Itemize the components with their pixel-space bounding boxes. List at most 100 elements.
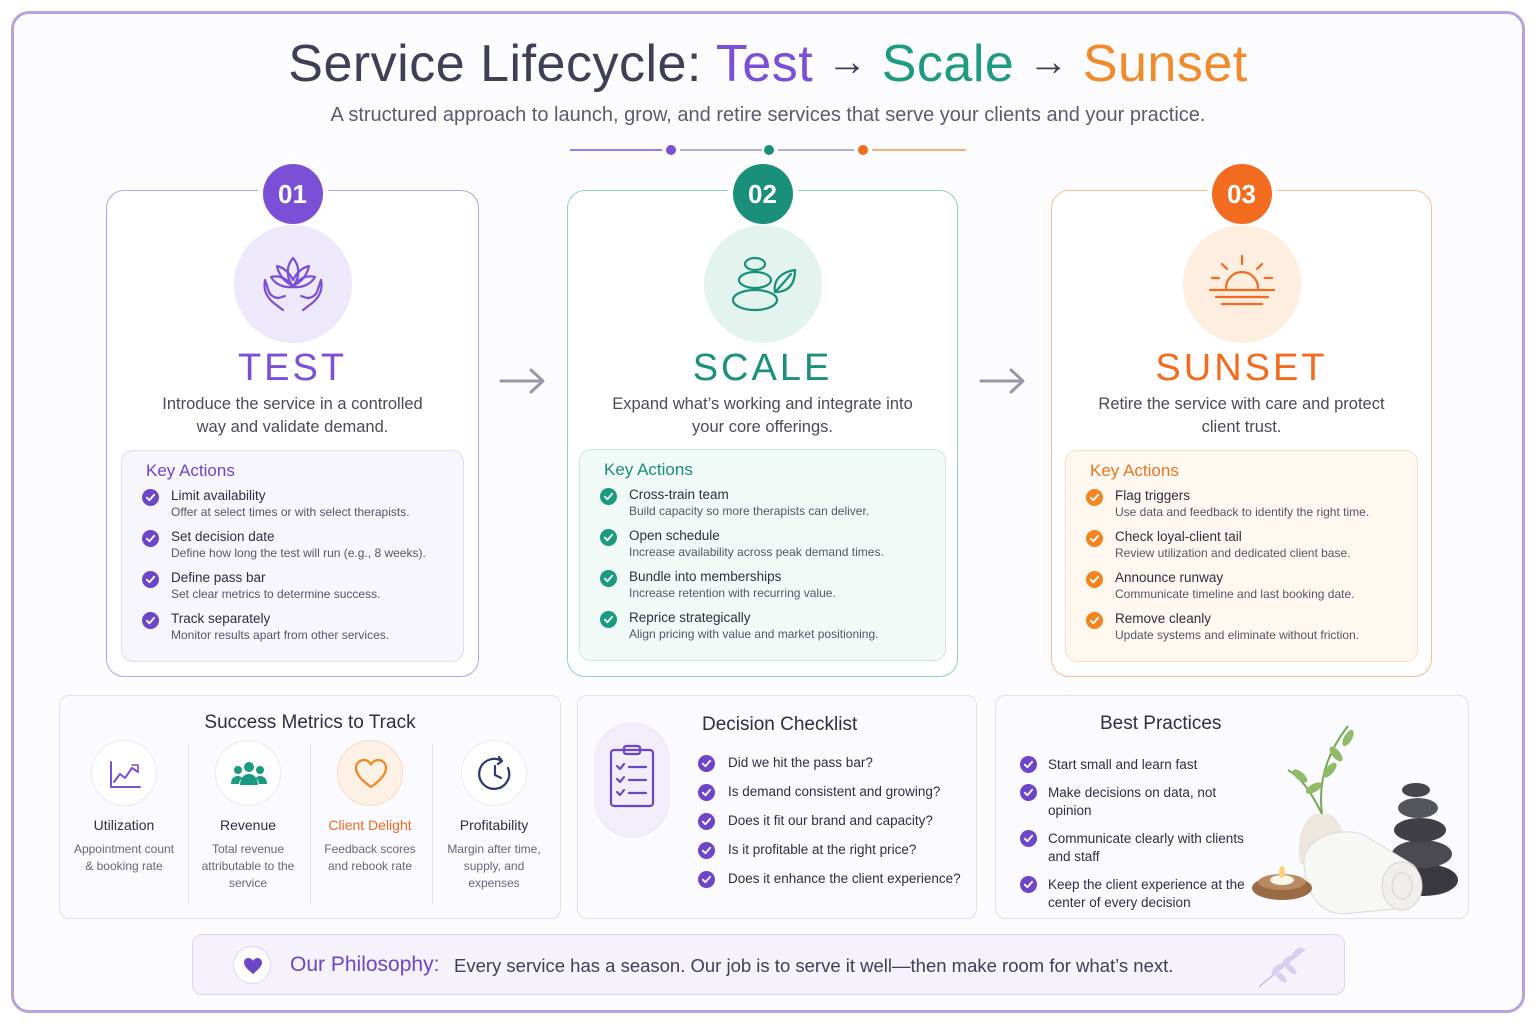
check-icon	[1020, 756, 1037, 773]
lotus-hands-icon	[233, 225, 352, 343]
metric-divider	[432, 744, 433, 904]
checklist-item-text: Is it profitable at the right price?	[728, 842, 917, 857]
metric-client-delight: Client Delight Feedback scores and reboo…	[310, 738, 430, 908]
action-title: Announce runway	[1115, 570, 1224, 585]
leaf-sprig-icon	[1258, 947, 1306, 988]
stage-description: Retire the service with care and protect…	[1098, 395, 1385, 436]
clock-refresh-icon	[461, 740, 527, 806]
check-icon	[142, 612, 159, 629]
check-icon	[1086, 571, 1103, 588]
philosophy-label: Our Philosophy:	[290, 953, 440, 976]
key-actions-title: Key Actions	[1090, 461, 1179, 480]
stage-number-badge: 01	[262, 164, 323, 224]
check-icon	[142, 530, 159, 547]
stacked-stones-leaf-icon	[703, 225, 822, 343]
key-actions-title: Key Actions	[146, 461, 235, 480]
metrics-title: Success Metrics to Track	[204, 712, 416, 733]
key-actions-box: Key Actions Cross-train team Build capac…	[579, 449, 946, 661]
title-arrow-2: →	[1028, 40, 1069, 84]
action-item: Check loyal-client tail Review utilizati…	[1086, 528, 1397, 569]
check-icon	[1086, 530, 1103, 547]
title-test: Test	[715, 35, 814, 93]
action-title: Open schedule	[629, 528, 720, 543]
action-item: Bundle into memberships Increase retenti…	[600, 568, 925, 609]
check-icon	[600, 488, 617, 505]
check-icon	[1086, 612, 1103, 629]
metric-title: Utilization	[93, 817, 155, 833]
action-title: Remove cleanly	[1115, 611, 1212, 626]
metric-description: Margin after time, supply, and expenses	[447, 842, 541, 890]
metric-divider	[310, 744, 311, 904]
philosophy-banner: Our Philosophy: Every service has a seas…	[192, 934, 1345, 995]
best-practices-panel: Best Practices Start small and learn fas…	[995, 695, 1469, 919]
title-scale: Scale	[881, 35, 1015, 93]
practices-list: Start small and learn fast Make decision…	[1020, 756, 1260, 922]
check-icon	[1020, 830, 1037, 847]
action-detail: Offer at select times or with select the…	[171, 505, 410, 519]
header-divider	[570, 141, 966, 159]
checklist-items: Did we hit the pass bar? Is demand consi…	[696, 754, 961, 899]
trend-chart-icon	[91, 740, 157, 806]
check-icon	[1086, 489, 1103, 506]
check-icon	[142, 489, 159, 506]
action-item: Cross-train team Build capacity so more …	[600, 486, 925, 527]
spa-stones-towel-illustration	[1252, 725, 1458, 915]
check-icon	[1020, 784, 1037, 801]
check-icon	[142, 571, 159, 588]
metric-utilization: Utilization Appointment count & booking …	[64, 738, 184, 908]
action-title: Cross-train team	[629, 487, 729, 502]
check-icon	[698, 784, 715, 801]
stage-number-badge: 03	[1211, 164, 1272, 224]
action-detail: Update systems and eliminate without fri…	[1115, 628, 1360, 642]
stage-name: SCALE	[692, 347, 833, 389]
practice-item-text: Make decisions on data, not opinion	[1048, 785, 1217, 818]
page-subtitle: A structured approach to launch, grow, a…	[330, 104, 1206, 126]
title-sunset: Sunset	[1082, 35, 1248, 93]
check-icon	[698, 842, 715, 859]
metric-profitability: Profitability Margin after time, supply,…	[434, 738, 554, 908]
metric-description: Feedback scores and rebook rate	[324, 842, 416, 873]
action-item: Open schedule Increase availability acro…	[600, 527, 925, 568]
heart-hand-icon	[233, 946, 271, 984]
action-title: Define pass bar	[171, 570, 266, 585]
check-icon	[698, 813, 715, 830]
stage-description: Introduce the service in a controlled wa…	[162, 395, 423, 436]
clipboard-checklist-icon	[594, 722, 670, 838]
action-detail: Increase availability across peak demand…	[629, 545, 884, 559]
action-item: Remove cleanly Update systems and elimin…	[1086, 610, 1397, 651]
action-detail: Communicate timeline and last booking da…	[1115, 587, 1355, 601]
action-item: Announce runway Communicate timeline and…	[1086, 569, 1397, 610]
action-detail: Align pricing with value and market posi…	[629, 627, 879, 641]
stage-number-badge: 02	[732, 164, 793, 224]
action-title: Reprice strategically	[629, 610, 751, 625]
decision-checklist-panel: Decision Checklist Did we hit the pass b…	[577, 695, 977, 919]
practice-item: Communicate clearly with clients and sta…	[1020, 830, 1260, 866]
philosophy-text: Every service has a season. Our job is t…	[454, 955, 1174, 976]
checklist-item-text: Does it enhance the client experience?	[728, 871, 961, 886]
action-item: Track separately Monitor results apart f…	[142, 610, 443, 651]
action-detail: Build capacity so more therapists can de…	[629, 504, 870, 518]
metric-title: Revenue	[219, 817, 277, 833]
checklist-item: Did we hit the pass bar?	[696, 754, 961, 783]
action-item: Flag triggers Use data and feedback to i…	[1086, 487, 1397, 528]
heart-icon	[337, 740, 403, 806]
checklist-item: Is it profitable at the right price?	[696, 841, 961, 870]
action-title: Bundle into memberships	[629, 569, 782, 584]
practice-item-text: Start small and learn fast	[1048, 757, 1198, 772]
checklist-item: Is demand consistent and growing?	[696, 783, 961, 812]
title-prefix: Service Lifecycle:	[288, 35, 716, 93]
stage-card-test: 01 TEST Introduce the service in a contr…	[106, 164, 479, 677]
action-detail: Set clear metrics to determine success.	[171, 587, 381, 601]
title-arrow-1: →	[827, 40, 868, 84]
checklist-item: Does it enhance the client experience?	[696, 870, 961, 899]
metric-divider	[188, 744, 189, 904]
action-title: Limit availability	[171, 488, 266, 503]
action-item: Set decision date Define how long the te…	[142, 528, 443, 569]
checklist-title: Decision Checklist	[702, 714, 858, 735]
stage-name: SUNSET	[1155, 347, 1328, 389]
action-detail: Monitor results apart from other service…	[171, 628, 390, 642]
action-title: Track separately	[171, 611, 271, 626]
action-detail: Increase retention with recurring value.	[629, 586, 836, 600]
stage-description: Expand what’s working and integrate into…	[612, 395, 913, 436]
sunset-icon	[1182, 225, 1301, 343]
